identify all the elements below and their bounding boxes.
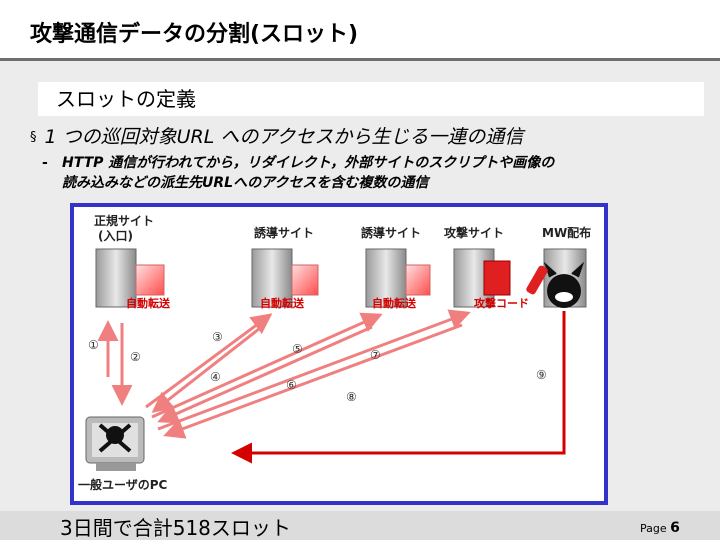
attack-flow-diagram: 正規サイト (入口) 自動転送 誘導サイト 自動転送 誘導サイト 自動転送 攻撃…	[70, 203, 608, 505]
step-label-9: ⑨	[536, 368, 547, 382]
step-label-2: ②	[130, 350, 141, 364]
devil-icon	[547, 274, 581, 308]
footer-summary: 3日間で合計518スロット	[60, 516, 291, 540]
lure-site-2-server: 誘導サイト 自動転送	[361, 225, 431, 310]
lure-site-1-server: 誘導サイト 自動転送	[251, 225, 319, 310]
lure-site-2-caption: 自動転送	[372, 296, 417, 310]
mw-distribution-label: MW配布	[542, 225, 591, 240]
server-icon	[95, 248, 137, 308]
step-label-8: ⑧	[346, 390, 357, 404]
legit-site-label: 正規サイト	[94, 213, 154, 228]
user-pc: 一般ユーザのPC	[78, 416, 168, 492]
lure-site-1-label: 誘導サイト	[254, 225, 314, 240]
step-label-6: ⑥	[286, 378, 297, 392]
devil-horns-icon	[543, 261, 585, 278]
page-label: Page	[640, 522, 667, 535]
bullet-icon: §	[30, 130, 37, 145]
dash-icon: -	[42, 155, 48, 171]
legit-site-caption: 自動転送	[126, 296, 171, 310]
arrow-step-5	[151, 312, 383, 419]
step-label-7: ⑦	[370, 348, 381, 362]
server-icon	[365, 248, 407, 308]
arrow-step-7	[157, 309, 471, 431]
legit-site-entry-label: (入口)	[98, 229, 133, 243]
bullet-level1-text: 1 つの巡回対象URL へのアクセスから生じる一連の通信	[44, 126, 524, 148]
lure-site-1-caption: 自動転送	[260, 296, 305, 310]
page-icon	[135, 264, 165, 296]
bullet-level2: - HTTP 通信が行われてから，リダイレクト，外部サイトのスクリプトや画像の …	[42, 153, 702, 193]
step-label-3: ③	[212, 330, 223, 344]
title-rule	[0, 58, 720, 61]
footer-bar	[0, 511, 720, 540]
page-number: Page 6	[640, 520, 680, 536]
keyboard-icon	[96, 463, 136, 471]
arrow-step-6	[157, 325, 373, 424]
bullet-level2-line1: HTTP 通信が行われてから，リダイレクト，外部サイトのスクリプトや画像の	[62, 155, 555, 171]
attack-site-server: 攻撃サイト 攻撃コード	[444, 225, 529, 310]
lure-site-2-label: 誘導サイト	[361, 225, 421, 240]
slide-title: 攻撃通信データの分割(スロット)	[30, 22, 359, 47]
arrow-step-9	[231, 311, 566, 464]
page-icon	[405, 264, 431, 296]
bullet-level1: § 1 つの巡回対象URL へのアクセスから生じる一連の通信	[30, 122, 523, 149]
mw-distribution-server: MW配布	[526, 225, 591, 308]
page-icon	[291, 264, 319, 296]
attack-site-label: 攻撃サイト	[444, 225, 504, 240]
arrow-step-4	[151, 323, 265, 413]
section-header: スロットの定義	[38, 82, 704, 116]
bomb-icon	[526, 265, 548, 295]
exploit-page-icon	[483, 260, 511, 296]
diagram-canvas: 正規サイト (入口) 自動転送 誘導サイト 自動転送 誘導サイト 自動転送 攻撃…	[78, 213, 591, 492]
devil-grin-icon	[555, 292, 573, 302]
arrow-step-8	[163, 323, 463, 439]
user-pc-label: 一般ユーザのPC	[78, 477, 168, 492]
step-label-4: ④	[210, 370, 221, 384]
step-label-1: ①	[88, 338, 99, 352]
attack-site-caption: 攻撃コード	[474, 296, 529, 310]
step-label-5: ⑤	[292, 342, 303, 356]
legit-site-server: 正規サイト (入口) 自動転送	[94, 213, 171, 310]
page-number-value: 6	[670, 520, 680, 536]
crossbones-icon	[98, 423, 132, 453]
bullet-level2-line2: 読み込みなどの派生先URLへのアクセスを含む複数の通信	[62, 175, 429, 191]
